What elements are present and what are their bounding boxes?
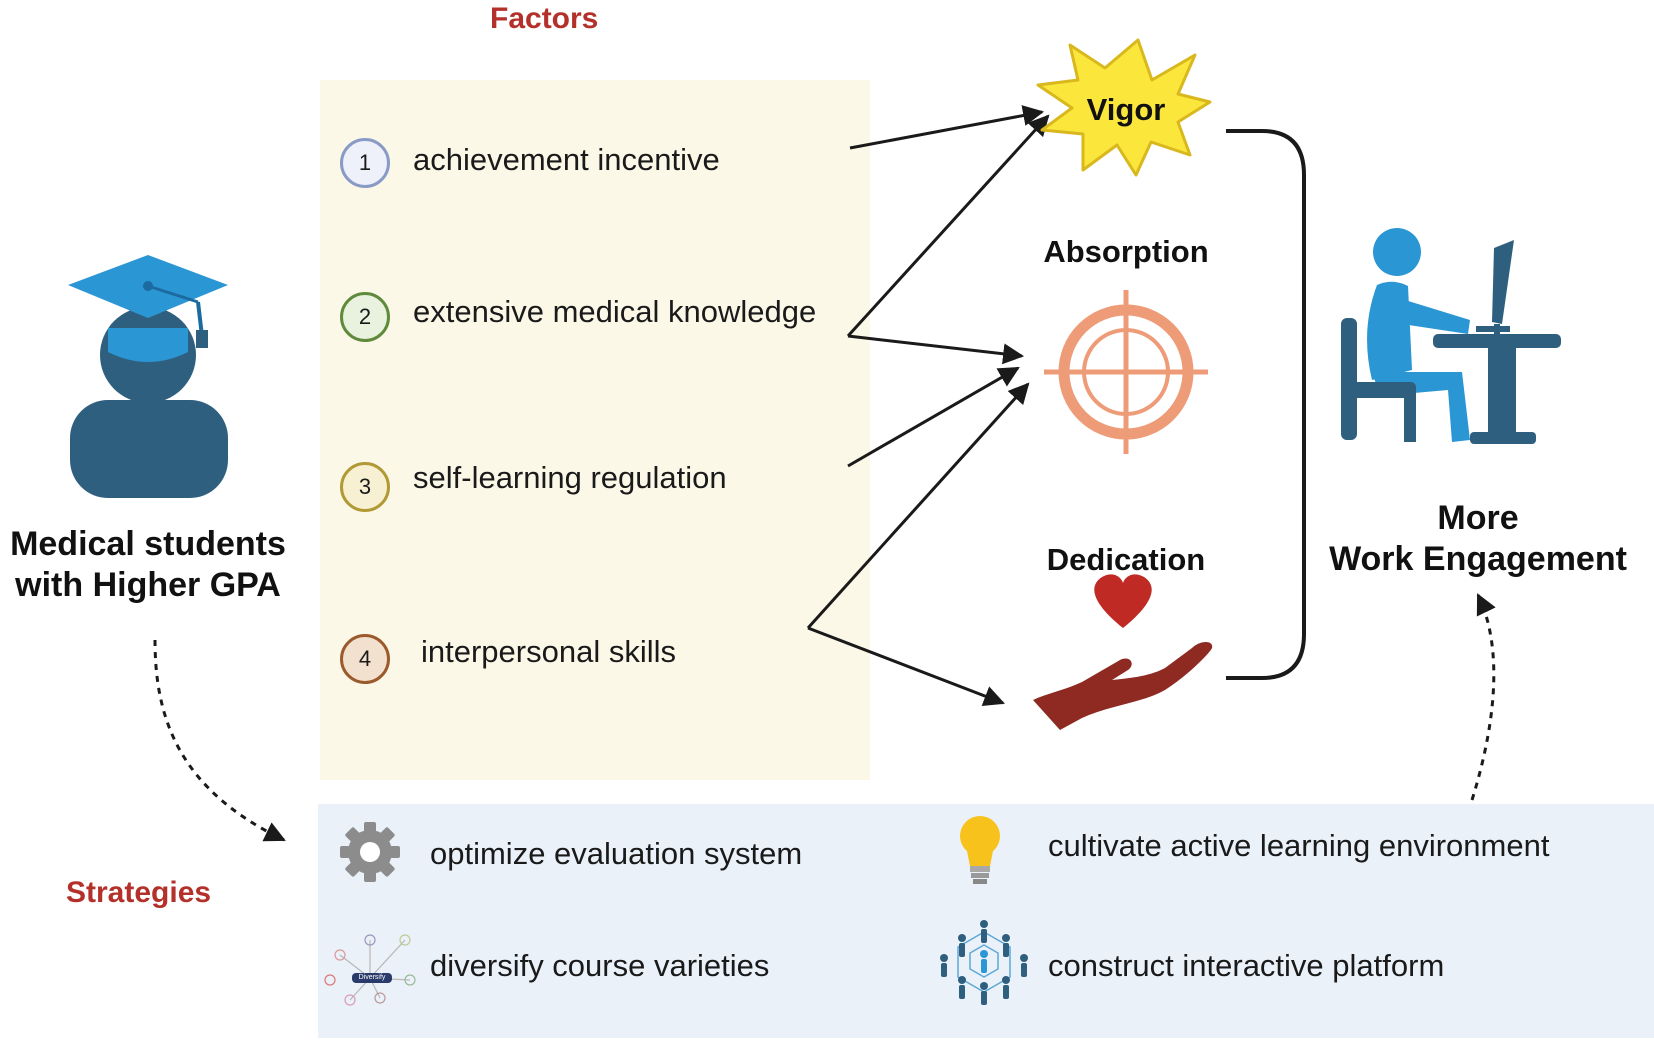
factor-label-2: extensive medical knowledge [413,294,817,329]
engagement-bracket [1226,129,1306,680]
subject-label: Medical students with Higher GPA [0,524,296,606]
arrow-achievement-to-vigor [849,105,1045,150]
vigor-label: Vigor [1086,92,1166,127]
student-graduate-icon [68,255,228,498]
outcome-label-line2: Work Engagement [1329,540,1627,578]
arrow-knowledge-to-vigor [846,114,1050,338]
dashed-arrow-to-outcome [1470,593,1496,801]
gear-icon [340,822,400,882]
subject-label-line1: Medical students [10,525,286,563]
factor-label-4: interpersonal skills [421,634,676,669]
factor-number-3: 3 [340,462,390,512]
outcome-label-line1: More [1437,499,1519,537]
strategy-label-interactive-platform: construct interactive platform [1048,948,1445,983]
lightbulb-icon [960,816,1000,884]
heart-in-hand-icon [1033,574,1213,730]
people-network-icon [940,920,1028,1005]
strategy-label-course-varieties: diversify course varieties [430,948,770,983]
outcome-label: More Work Engagement [1318,498,1638,580]
dedication-label: Dedication [1046,542,1206,577]
strategy-label-learning-environment: cultivate active learning environment [1048,828,1550,863]
worker-at-desk-icon [1341,228,1561,444]
target-icon [1044,290,1208,454]
network-icon-caption: Diversify [358,974,386,981]
factor-arrows [806,105,1050,707]
vigor-starburst-icon [1036,38,1212,177]
factor-number-1: 1 [340,138,390,188]
arrow-skills-to-dedication [807,626,1005,707]
arrow-regulation-to-absorption [847,366,1020,468]
absorption-label: Absorption [1043,234,1209,269]
factor-label-1: achievement incentive [413,142,720,177]
subject-label-line2: with Higher GPA [15,566,281,604]
strategies-heading: Strategies [66,876,212,909]
dashed-arrow-to-strategies [153,639,286,842]
strategy-label-evaluation: optimize evaluation system [430,836,803,871]
factor-number-2: 2 [340,292,390,342]
factors-panel [320,80,870,780]
factors-heading: Factors [490,2,599,35]
arrow-knowledge-to-absorption [847,334,1025,365]
factor-label-3: self-learning regulation [413,460,727,495]
network-diagram-icon [324,934,416,1006]
factor-number-4: 4 [340,634,390,684]
arrow-skills-to-absorption [806,382,1030,630]
